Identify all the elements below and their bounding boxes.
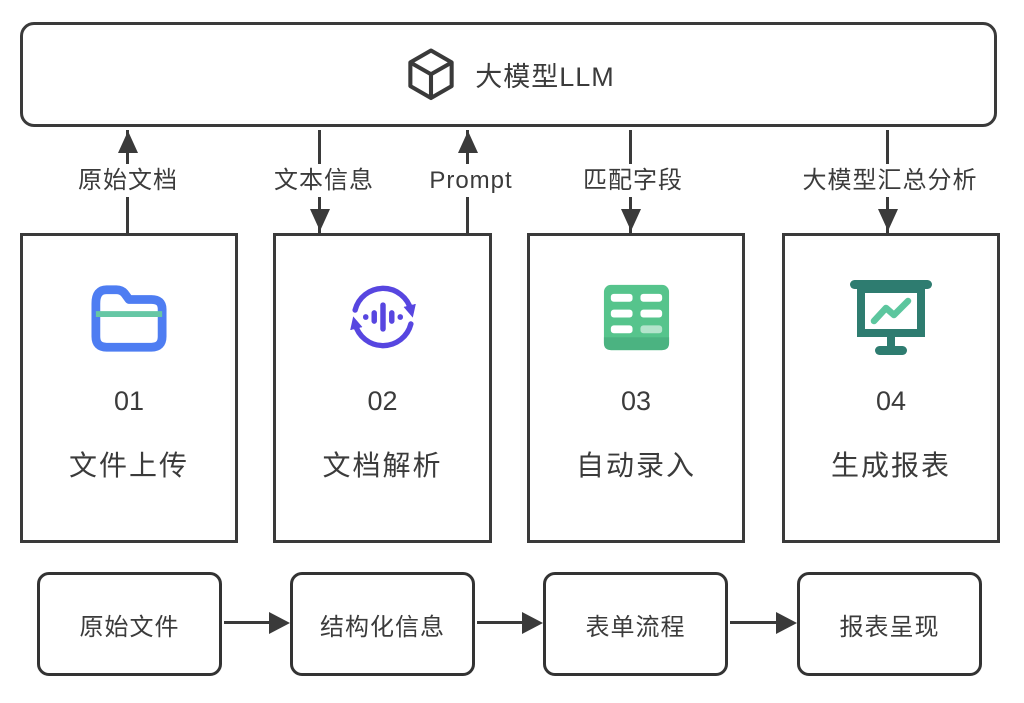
- arrow-up-icon: [458, 131, 478, 153]
- folder-icon: [86, 278, 172, 356]
- step-label: 文件上传: [68, 450, 189, 481]
- flow-label: 表单流程: [585, 613, 686, 641]
- step-number: 03: [620, 386, 652, 416]
- arrow-down-icon: [878, 209, 898, 231]
- connector-label-5: 大模型汇总分析: [795, 164, 985, 197]
- arrow-down-icon: [621, 209, 641, 231]
- table-icon: [599, 278, 674, 356]
- llm-box: 大模型LLM: [20, 22, 997, 127]
- arrow-right-icon: [776, 612, 797, 634]
- step-label: 自动录入: [575, 450, 696, 481]
- flow-label: 结构化信息: [320, 613, 445, 641]
- flow-label: 原始文件: [79, 613, 180, 641]
- step-box-doc-parse: 02 文档解析: [273, 233, 492, 543]
- connector-label-1: 原始文档: [71, 164, 185, 197]
- flow-arrow-line: [224, 621, 271, 624]
- flow-box-report-display: 报表呈现: [797, 572, 982, 676]
- step-label: 文档解析: [322, 450, 443, 481]
- step-number: 01: [113, 386, 145, 416]
- step-number: 02: [367, 386, 398, 416]
- flow-arrow-line: [477, 621, 523, 624]
- presentation-chart-icon: [847, 278, 935, 356]
- cube-icon: [402, 45, 460, 105]
- connector-label-2: 文本信息: [267, 164, 381, 197]
- connector-label-3: Prompt: [422, 164, 520, 197]
- llm-title: 大模型LLM: [475, 62, 615, 92]
- arrow-right-icon: [269, 612, 290, 634]
- connector-label-4: 匹配字段: [576, 164, 690, 197]
- step-box-report: 04 生成报表: [782, 233, 1000, 543]
- arrow-down-icon: [310, 209, 330, 231]
- arrow-up-icon: [118, 131, 138, 153]
- flow-arrow-line: [730, 621, 777, 624]
- voiceprint-sync-icon: [344, 278, 422, 356]
- step-number: 04: [875, 386, 907, 416]
- step-box-file-upload: 01 文件上传: [20, 233, 238, 543]
- flow-box-structured-info: 结构化信息: [290, 572, 475, 676]
- arrow-right-icon: [522, 612, 543, 634]
- step-box-auto-entry: 03 自动录入: [527, 233, 745, 543]
- flow-box-source-file: 原始文件: [37, 572, 222, 676]
- flow-box-form-process: 表单流程: [543, 572, 728, 676]
- step-label: 生成报表: [830, 450, 951, 481]
- flow-label: 报表呈现: [839, 613, 940, 641]
